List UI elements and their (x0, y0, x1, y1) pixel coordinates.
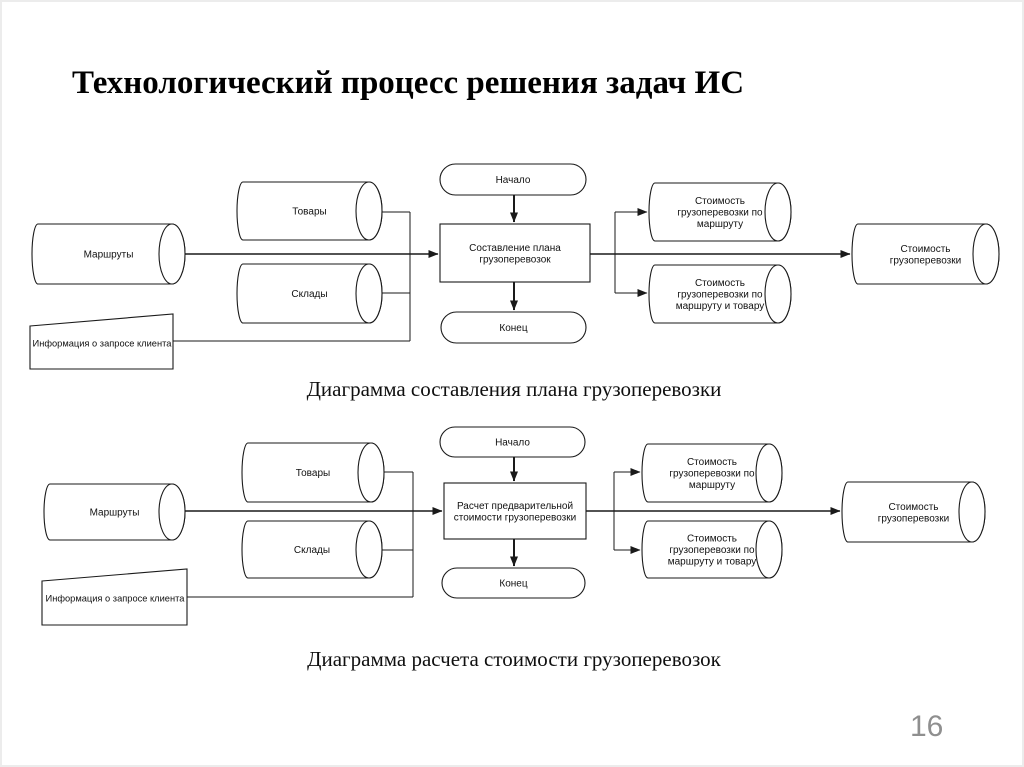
slide-title: Технологический процесс решения задач ИС (72, 65, 745, 101)
goods-db-cylinder-label: Товары (296, 468, 330, 479)
routes-db-cylinder-label: Маршруты (90, 508, 140, 519)
client-request-card: Информация о запросе клиента (41, 568, 188, 626)
warehouses-db-cylinder-label: Склады (291, 289, 327, 300)
client-request-card-label: Информация о запросе клиента (46, 593, 186, 603)
warehouses-db-cylinder-label: Склады (294, 545, 330, 556)
end-terminator-label: Конец (499, 323, 527, 334)
goods-db-cylinder-label: Товары (292, 207, 326, 218)
end-terminator-label: Конец (499, 579, 527, 590)
start-terminator-label: Начало (496, 175, 531, 186)
client-request-card: Информация о запросе клиента (29, 313, 174, 370)
routes-db-cylinder-label: Маршруты (84, 250, 134, 261)
end-terminator: Конец (441, 567, 586, 599)
start-terminator: Начало (439, 163, 587, 196)
diagram-caption-plan: Диаграмма составления плана грузоперевоз… (306, 377, 722, 401)
page-number: 16 (910, 710, 944, 743)
end-terminator: Конец (440, 311, 587, 344)
goods-db-cylinder: Товары (236, 181, 383, 241)
routes-db-cylinder: Маршруты (31, 223, 186, 285)
start-terminator-label: Начало (495, 438, 530, 449)
client-request-card-label: Информация о запросе клиента (33, 338, 173, 348)
goods-db-cylinder: Товары (241, 442, 385, 503)
warehouses-db-cylinder: Склады (236, 263, 383, 324)
warehouses-db-cylinder: Склады (241, 520, 383, 579)
diagram-caption-cost: Диаграмма расчета стоимости грузоперевоз… (307, 647, 721, 671)
routes-db-cylinder: Маршруты (43, 483, 186, 541)
start-terminator: Начало (439, 426, 586, 458)
